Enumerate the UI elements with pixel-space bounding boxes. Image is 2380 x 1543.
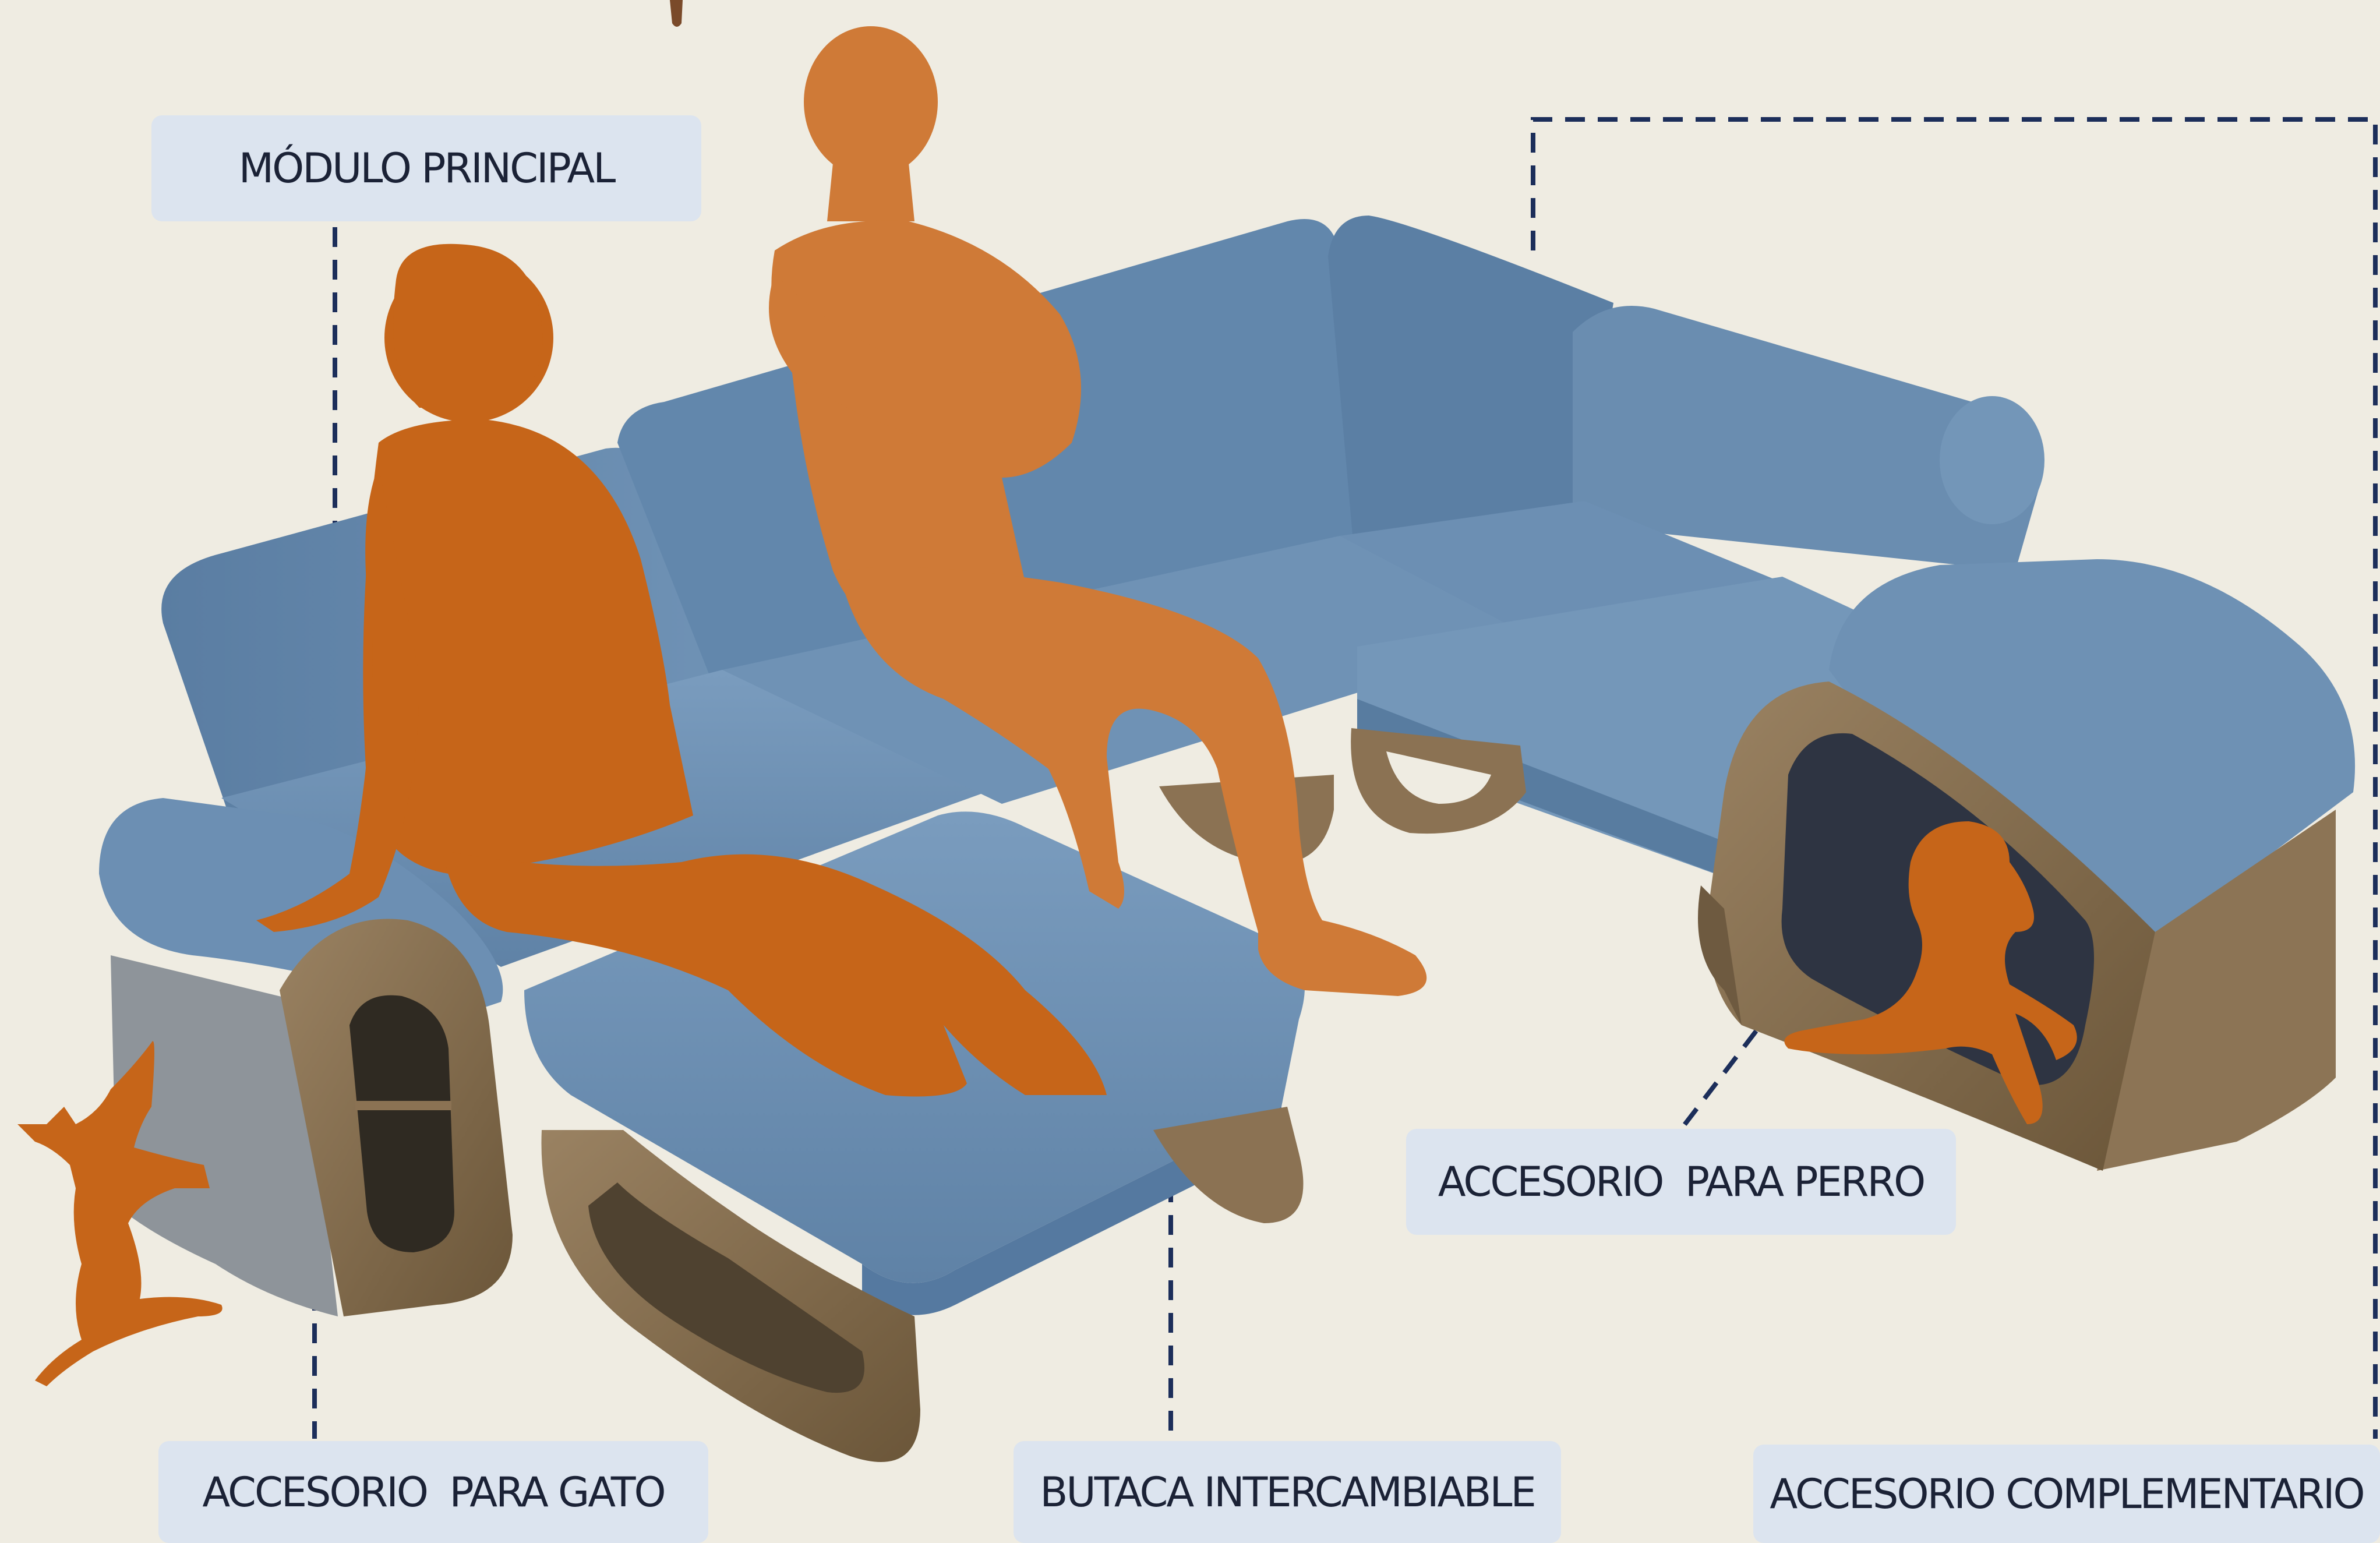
label-main-module: MÓDULO PRINCIPAL — [151, 115, 701, 221]
label-cat-accessory: ACCESORIO PARA GATO — [158, 1441, 708, 1543]
label-dog-accessory: ACCESORIO PARA PERRO — [1406, 1129, 1956, 1235]
man-head — [804, 26, 938, 178]
woman-hair — [393, 244, 542, 408]
leader-dog-accessory — [1680, 1031, 1756, 1130]
label-main-module-text: MÓDULO PRINCIPAL — [239, 144, 614, 192]
label-complementary-accessory: ACCESORIO COMPLEMENTARIO — [1753, 1445, 2380, 1543]
label-interchangeable-chair: BUTACA INTERCAMBIABLE — [1014, 1441, 1561, 1543]
armrest-right-top — [1940, 396, 2044, 524]
man-neck — [827, 163, 914, 221]
top-mark — [670, 0, 683, 27]
cat-accessory-shelf — [355, 1101, 451, 1110]
label-interchangeable-chair-text: BUTACA INTERCAMBIABLE — [1040, 1468, 1534, 1516]
label-cat-accessory-text: ACCESORIO PARA GATO — [202, 1468, 664, 1516]
label-dog-accessory-text: ACCESORIO PARA PERRO — [1438, 1158, 1924, 1206]
label-complementary-accessory-text: ACCESORIO COMPLEMENTARIO — [1770, 1470, 2363, 1518]
